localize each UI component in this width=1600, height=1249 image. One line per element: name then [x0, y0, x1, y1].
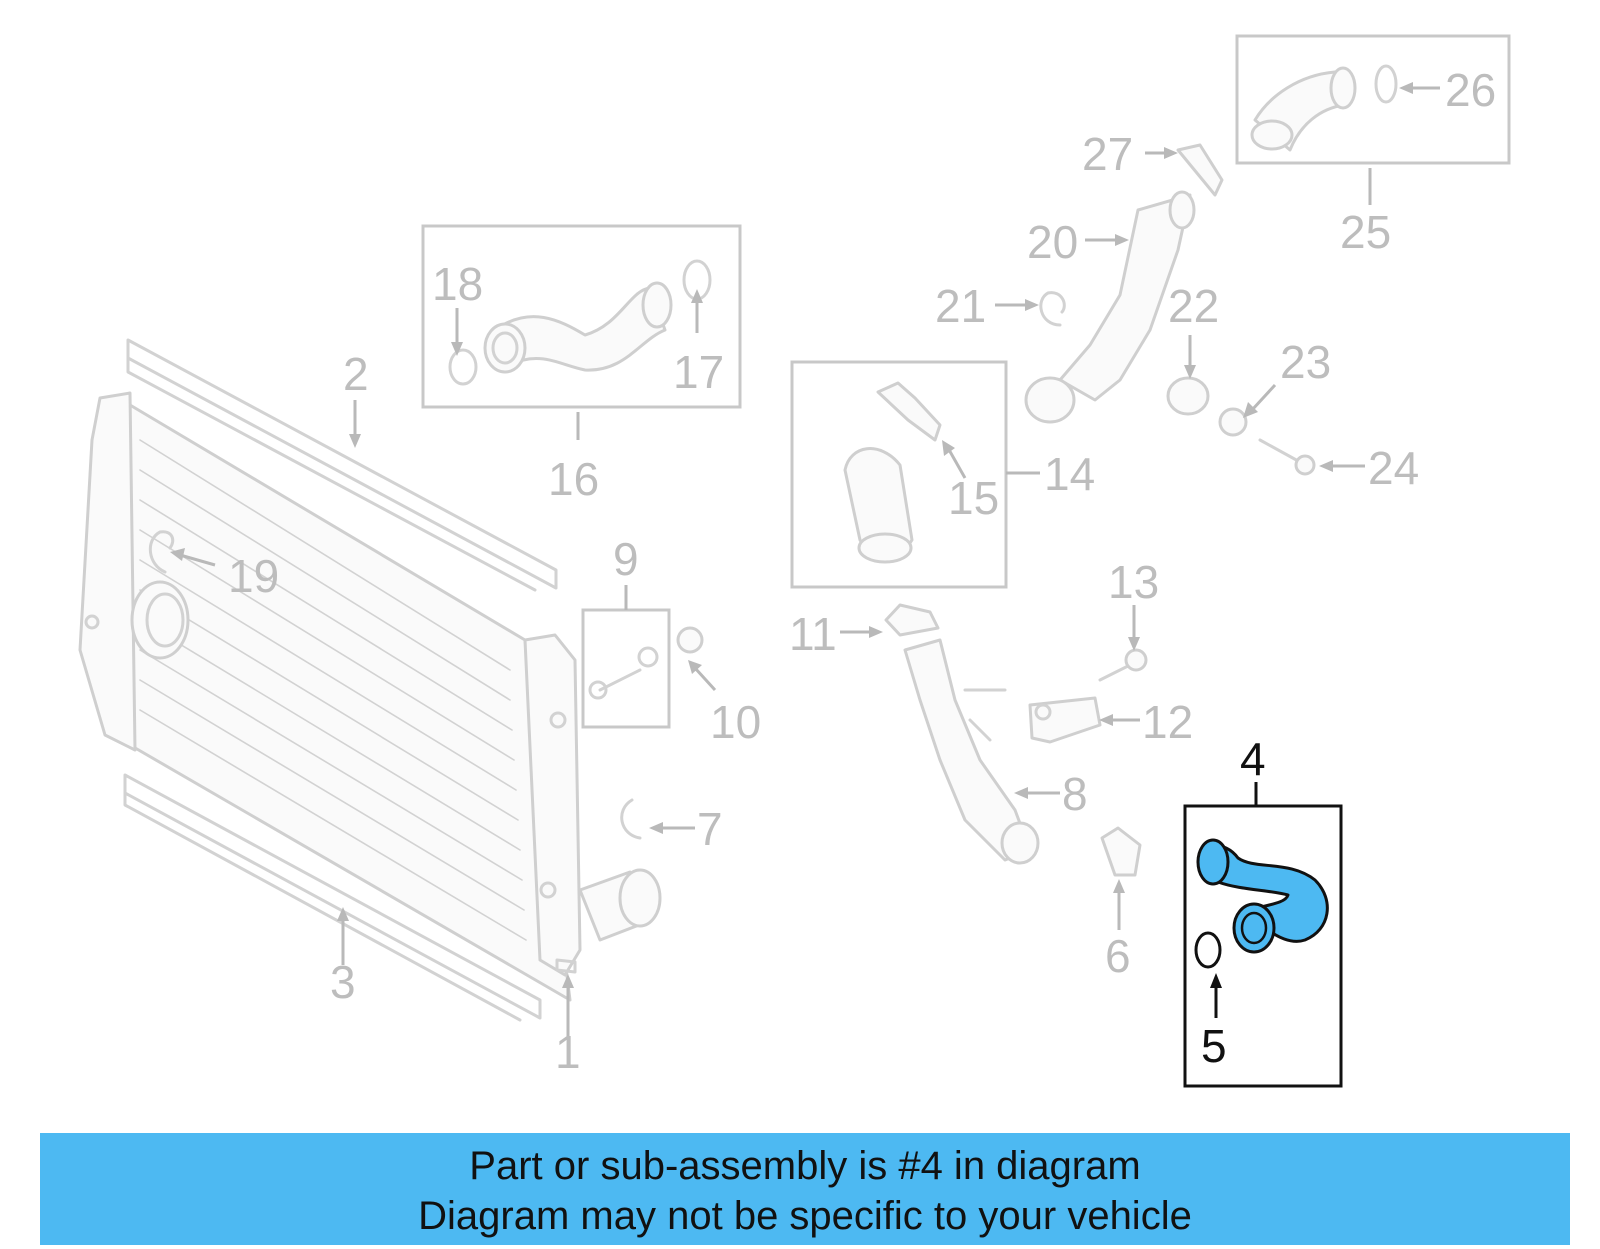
callout-12: 12	[1142, 696, 1193, 748]
callout-26: 26	[1445, 64, 1496, 116]
callout-8: 8	[1062, 768, 1088, 820]
banner-line-1: Part or sub-assembly is #4 in diagram	[469, 1144, 1141, 1188]
callout-10: 10	[710, 696, 761, 748]
callout-22: 22	[1168, 280, 1219, 332]
banner-line-2: Diagram may not be specific to your vehi…	[418, 1194, 1192, 1238]
callout-16: 16	[548, 453, 599, 505]
callout-18: 18	[432, 258, 483, 310]
callout-11: 11	[789, 608, 837, 660]
group-box-16	[421, 224, 742, 409]
callout-13: 13	[1108, 556, 1159, 608]
callout-23: 23	[1280, 336, 1331, 388]
hose-14-illustration	[843, 381, 942, 564]
callout-24: 24	[1368, 442, 1419, 494]
callout-9: 9	[613, 533, 639, 585]
callout-14: 14	[1044, 448, 1095, 500]
callout-2: 2	[343, 348, 369, 400]
group-box-25	[1235, 34, 1511, 165]
pipe-25-illustration	[1250, 64, 1398, 152]
highlighted-part-4: 4 5	[1183, 733, 1343, 1088]
group-box-9	[581, 608, 671, 729]
callout-27: 27	[1082, 128, 1133, 180]
callout-17: 17	[673, 346, 724, 398]
bolt-9-illustration	[588, 646, 659, 700]
callout-7: 7	[697, 803, 723, 855]
callout-1: 1	[555, 1026, 581, 1078]
info-banner: Part or sub-assembly is #4 in diagram Di…	[40, 1133, 1570, 1245]
other-parts	[620, 143, 1316, 877]
callout-labels: 1 2 3 6 7 8 9 10 11 12 13 14 15 16 17 18…	[228, 64, 1496, 1078]
callout-25: 25	[1340, 206, 1391, 258]
callout-21: 21	[935, 280, 986, 332]
intercooler-assembly	[78, 338, 662, 1022]
group-box-4	[1183, 804, 1343, 1088]
leader-lines	[170, 82, 1440, 1038]
callout-5: 5	[1201, 1020, 1227, 1072]
seal-ring-5	[1194, 931, 1222, 969]
callout-20: 20	[1027, 216, 1078, 268]
callout-3: 3	[330, 956, 356, 1008]
hose-16-illustration	[448, 259, 712, 386]
callout-6: 6	[1105, 930, 1131, 982]
callout-15: 15	[948, 472, 999, 524]
callout-19: 19	[228, 550, 279, 602]
callout-4: 4	[1240, 733, 1266, 785]
